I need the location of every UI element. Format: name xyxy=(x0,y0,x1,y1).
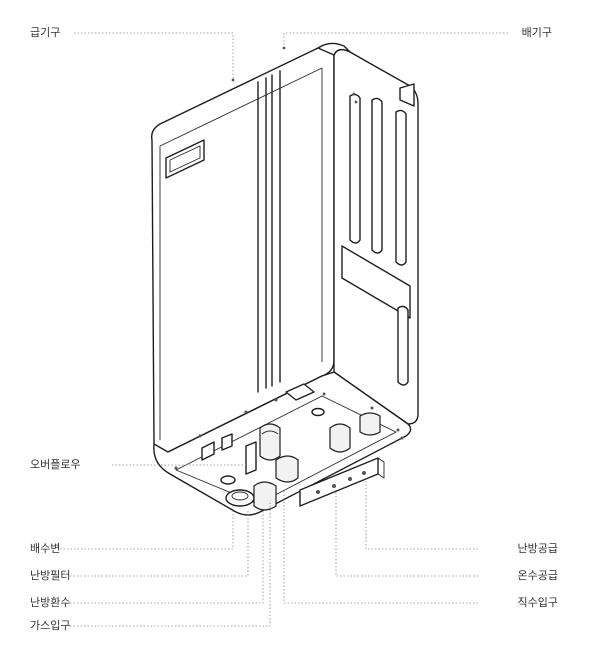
label-cold-water-inlet: 직수입구 xyxy=(517,596,558,609)
label-overflow: 오버플로우 xyxy=(30,458,81,471)
label-heating-supply: 난방공급 xyxy=(517,542,558,555)
label-heating-return: 난방환수 xyxy=(30,596,71,609)
label-hot-water-supply: 온수공급 xyxy=(517,569,558,582)
label-air-intake: 급기구 xyxy=(30,26,61,39)
boiler-body xyxy=(150,42,419,516)
label-drain-valve: 배수변 xyxy=(30,542,61,555)
label-heating-filter: 난방필터 xyxy=(30,569,71,582)
leader-lines xyxy=(60,32,508,627)
label-gas-inlet: 가스입구 xyxy=(30,619,71,632)
label-exhaust: 배기구 xyxy=(521,26,552,39)
